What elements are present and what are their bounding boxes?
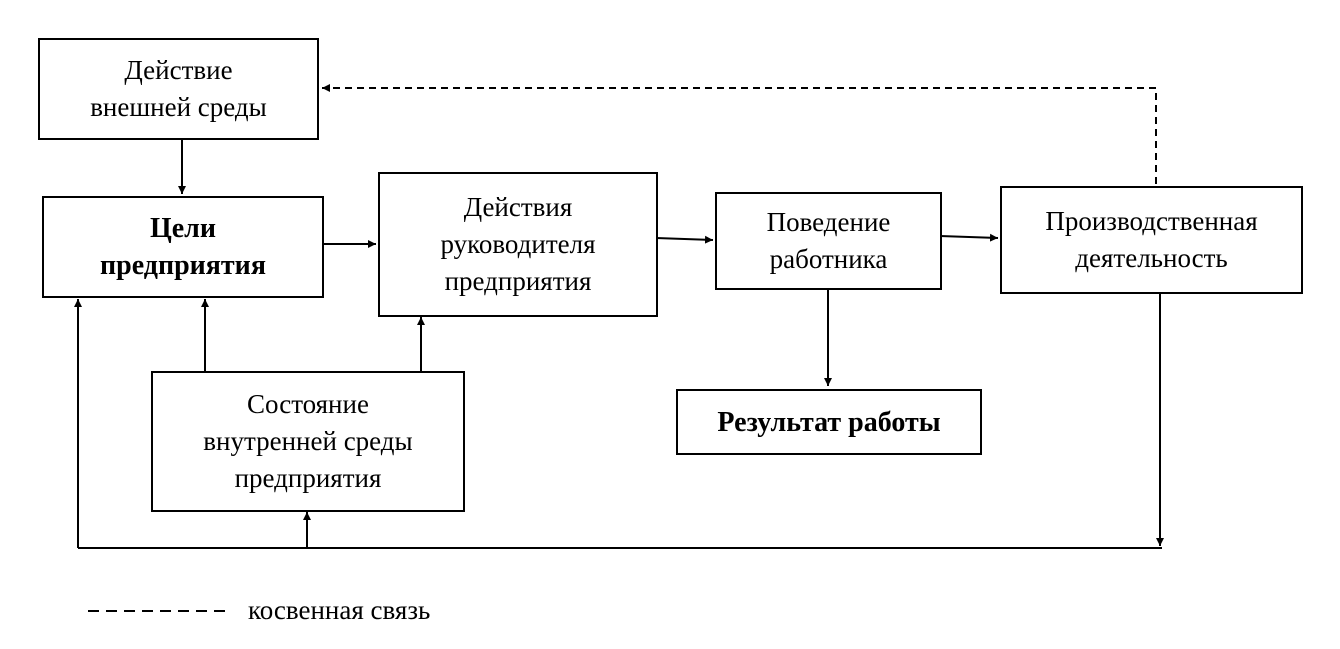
box-line: предприятия [444, 266, 592, 296]
arrow-manager-to-worker [655, 235, 714, 244]
box-line: Действия [463, 192, 573, 222]
box-line: Цели [149, 213, 217, 244]
box-line: деятельность [1075, 243, 1228, 273]
box-enterprise-goals: Цели предприятия [42, 196, 324, 298]
box-line: предприятия [100, 250, 266, 281]
box-line: Результат работы [717, 406, 941, 438]
arrow-worker-to-production [939, 233, 999, 242]
arrow-indirect-production-to-external [322, 84, 1157, 184]
box-production-activity: Производственная деятельность [1000, 186, 1303, 294]
legend-label: косвенная связь [248, 595, 431, 625]
box-line: внутренней среды [203, 426, 413, 456]
box-manager-actions: Действия руководителя предприятия [378, 172, 658, 317]
box-internal-environment: Состояние внутренней среды предприятия [151, 371, 465, 512]
box-line: работника [769, 244, 888, 274]
box-line: Производственная [1045, 206, 1258, 236]
box-line: предприятия [234, 463, 382, 493]
box-line: руководителя [440, 229, 596, 259]
box-line: Состояние [247, 389, 369, 419]
box-line: внешней среды [90, 92, 267, 122]
box-line: Действие [124, 55, 233, 85]
box-worker-behavior: Поведение работника [715, 192, 942, 290]
box-line: Поведение [766, 207, 891, 237]
box-external-environment: Действие внешней среды [38, 38, 319, 140]
box-work-result: Результат работы [676, 389, 982, 455]
